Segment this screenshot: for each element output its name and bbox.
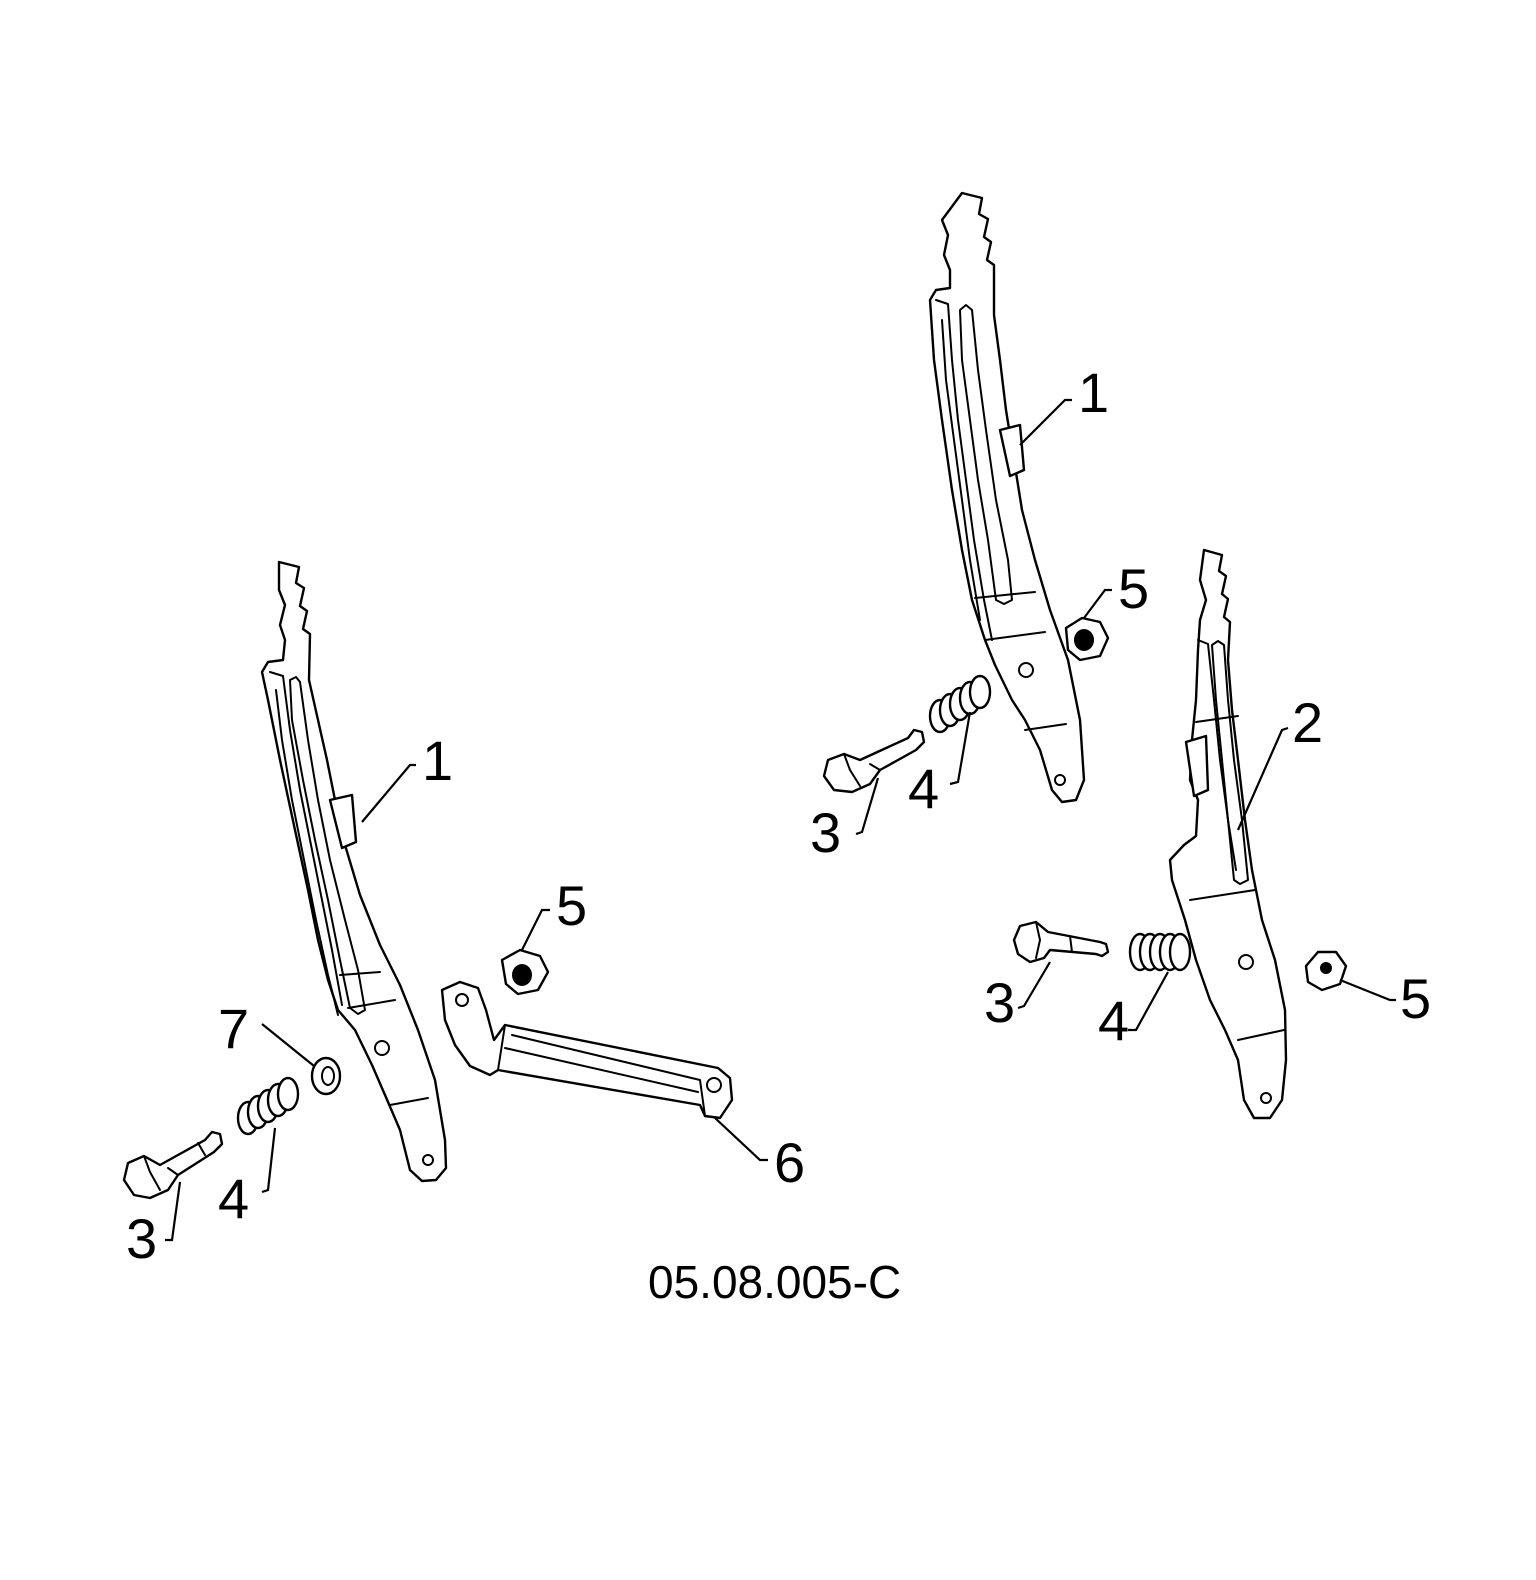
callout-left-washer: 7 [218, 997, 249, 1060]
left-bolt-part-3 [122, 1130, 224, 1200]
top-nut-part-5 [1064, 616, 1110, 662]
callout-right-spring: 4 [1098, 989, 1129, 1052]
callout-right-nut: 5 [1400, 967, 1431, 1030]
right-nut-part-5 [1304, 950, 1348, 992]
callout-left-lever: 1 [422, 729, 453, 792]
right-lever-hole [1238, 954, 1254, 970]
top-lever-hole [1018, 662, 1034, 678]
callout-top-nut: 5 [1118, 557, 1149, 620]
right-spring-part-4 [1128, 932, 1192, 972]
callout-top-spring: 4 [908, 757, 939, 820]
callout-left-bolt: 3 [126, 1207, 157, 1270]
top-spring-part-4 [928, 674, 992, 734]
washer-part-7 [310, 1056, 342, 1096]
top-assembly: 1 5 4 3 [810, 191, 1149, 864]
left-lever-end-hole [422, 1154, 434, 1166]
top-bolt-part-3 [822, 728, 926, 794]
bracket-part-6 [440, 980, 734, 1120]
top-lever-part-1 [928, 191, 1086, 804]
top-lever-end-hole [1054, 774, 1066, 786]
left-lever-part-1 [260, 560, 448, 1183]
left-nut-part-5 [500, 948, 550, 996]
callout-right-lever: 2 [1292, 691, 1323, 754]
callout-left-spring: 4 [218, 1167, 249, 1230]
callout-top-bolt: 3 [810, 801, 841, 864]
callout-left-bracket: 6 [774, 1131, 805, 1194]
callout-left-nut: 5 [556, 874, 587, 937]
left-assembly: 1 3 4 7 5 6 [122, 560, 805, 1270]
left-spring-part-4 [236, 1076, 300, 1136]
callout-top-lever: 1 [1078, 361, 1109, 424]
callout-right-bolt: 3 [984, 971, 1015, 1034]
right-bolt-part-3 [1012, 920, 1110, 964]
right-lever-end-hole [1260, 1092, 1272, 1104]
bracket-hole-right [706, 1077, 722, 1093]
right-assembly: 2 3 4 5 [984, 548, 1431, 1120]
left-lever-hole [374, 1040, 390, 1056]
diagram-code: 05.08.005-C [648, 1256, 901, 1308]
right-lever-part-2 [1168, 548, 1288, 1120]
bracket-hole-left [455, 993, 469, 1007]
